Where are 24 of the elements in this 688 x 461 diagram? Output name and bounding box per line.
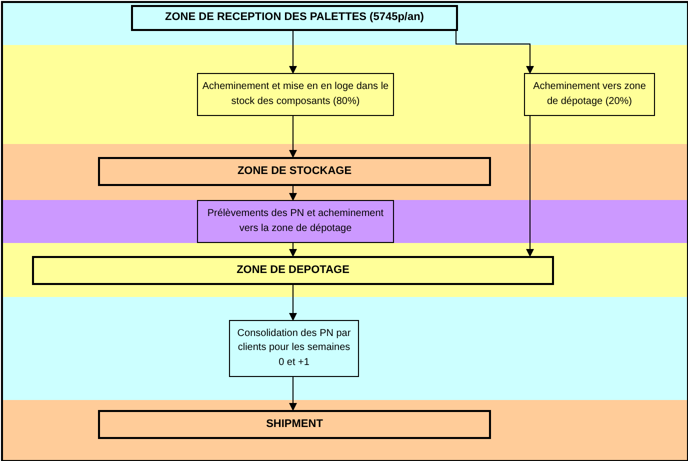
arrow: [289, 242, 297, 257]
arrow: [526, 116, 534, 257]
zone-title: SHIPMENT: [266, 416, 323, 432]
zone-box: [98, 410, 491, 439]
arrow: [289, 284, 297, 321]
arrow: [289, 30, 297, 74]
process-box: [229, 320, 359, 377]
zone-box: [98, 157, 491, 186]
zone-title: ZONE DE STOCKAGE: [237, 164, 352, 179]
process-box: [197, 73, 394, 116]
process-text: Prélèvements des PN et acheminement vers la zone de dépotage: [206, 207, 385, 236]
zone-title: ZONE DE RECEPTION DES PALETTES (5745p/an): [165, 10, 424, 26]
zone-box: [131, 5, 458, 31]
process-text: Consolidation des PN par clients pour les semaines 0 et +1: [236, 326, 352, 370]
arrow: [456, 30, 534, 74]
zone-title: ZONE DE DEPOTAGE: [236, 262, 350, 278]
process-box: [197, 200, 394, 243]
arrow: [289, 186, 297, 201]
process-box: [524, 73, 655, 116]
zone-box: [32, 256, 554, 285]
process-text: Acheminement et mise en en loge dans le stock des composants (80%): [202, 80, 389, 108]
arrow: [289, 376, 297, 411]
arrow: [289, 116, 297, 158]
process-text: Acheminement vers zone de dépotage (20%): [532, 80, 647, 108]
